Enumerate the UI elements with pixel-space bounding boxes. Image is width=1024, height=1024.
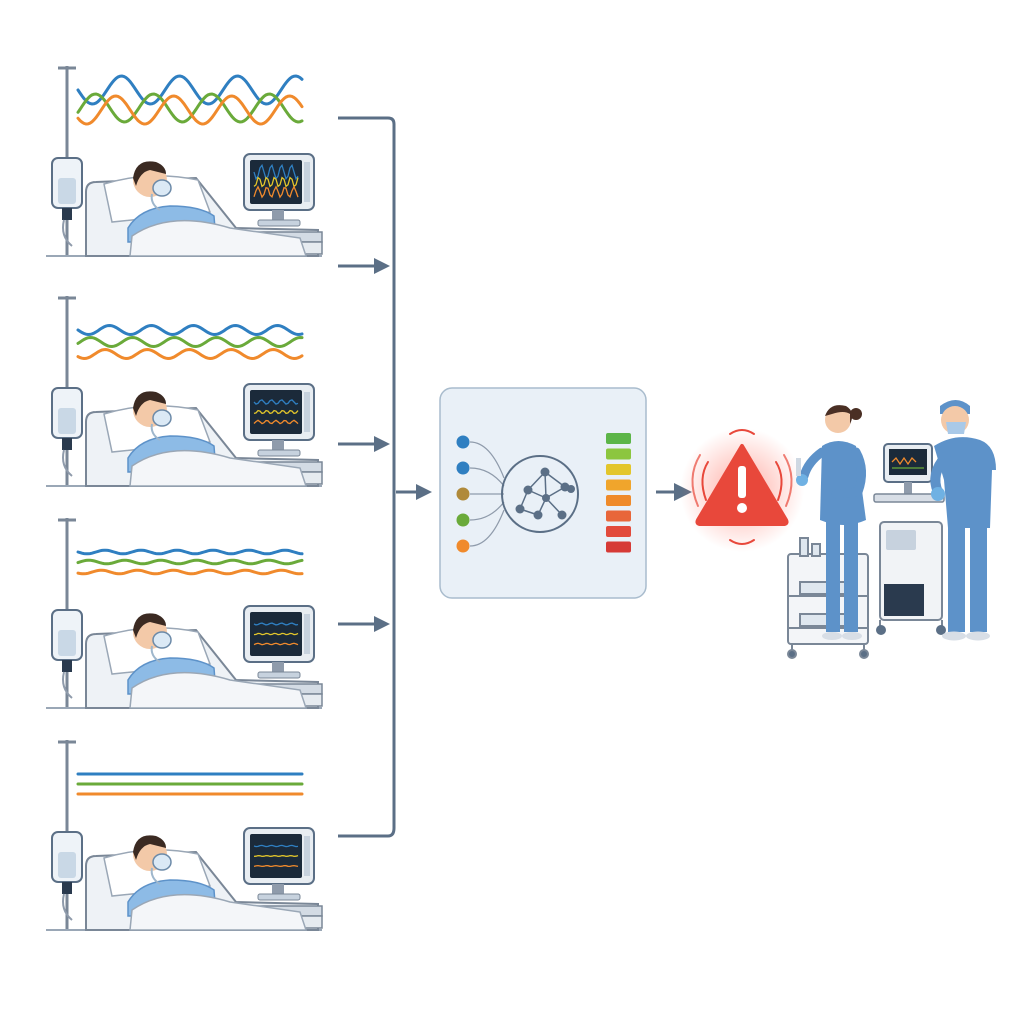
blanket xyxy=(129,671,308,709)
neural-network-icon xyxy=(501,455,579,533)
patient-2-wave-line xyxy=(76,335,304,349)
blanket xyxy=(129,449,308,487)
risk-bar xyxy=(606,495,631,506)
risk-bar xyxy=(606,526,631,537)
warning-triangle-icon xyxy=(680,428,804,552)
oxygen-mask-icon xyxy=(152,631,172,649)
iv-pole-icon xyxy=(51,296,83,486)
arrow-to-model xyxy=(396,484,432,500)
blanket xyxy=(129,893,308,931)
patient-2-waveform xyxy=(76,323,304,361)
iv-pole-icon xyxy=(51,66,83,256)
clinical-staff-icon xyxy=(787,400,996,659)
patient-3-row xyxy=(46,518,323,709)
vitals-monitor-icon xyxy=(243,383,315,457)
patient-1-row xyxy=(46,66,323,257)
risk-bar xyxy=(606,433,631,444)
risk-bar xyxy=(606,479,631,491)
patient-1-wave-line xyxy=(76,74,304,106)
input-dot xyxy=(456,435,470,449)
input-dot xyxy=(456,539,470,553)
arrow-row-2 xyxy=(338,436,390,452)
nurse-figure xyxy=(796,405,866,640)
patient-3-wave-line xyxy=(76,568,304,576)
patient-1-wave-line xyxy=(76,94,304,126)
patient-4-waveform xyxy=(76,772,304,796)
patient-rows xyxy=(46,66,323,931)
patient-1-wave-line xyxy=(76,92,304,124)
arrow-row-1 xyxy=(338,258,390,274)
input-connector xyxy=(469,501,505,521)
input-dot xyxy=(456,461,470,475)
oxygen-mask-icon xyxy=(152,179,172,197)
input-connector xyxy=(469,509,505,547)
vitals-monitor-icon xyxy=(243,827,315,901)
arrow-row-3 xyxy=(338,616,390,632)
blanket xyxy=(129,219,308,257)
doctor-figure xyxy=(930,400,996,641)
input-connector xyxy=(469,467,505,487)
risk-bar xyxy=(606,510,631,522)
input-dot xyxy=(456,513,470,527)
risk-bar xyxy=(606,448,631,460)
monitor-cart xyxy=(873,443,946,635)
iv-pole-icon xyxy=(51,740,83,930)
oxygen-mask-icon xyxy=(152,409,172,427)
patient-4-row xyxy=(46,740,323,931)
vitals-monitor-icon xyxy=(243,153,315,227)
prediction-model-panel xyxy=(439,387,647,599)
patient-2-wave-line xyxy=(76,323,304,337)
patient-2-wave-line xyxy=(76,347,304,361)
iv-pole-icon xyxy=(51,518,83,708)
patient-3-waveform xyxy=(76,548,304,576)
oxygen-mask-icon xyxy=(152,853,172,871)
patient-2-row xyxy=(46,296,323,487)
input-connector xyxy=(469,441,505,479)
patient-3-wave-line xyxy=(76,558,304,566)
vitals-monitor-icon xyxy=(243,605,315,679)
input-dot xyxy=(456,487,470,501)
trunk-line xyxy=(338,116,396,838)
connector-arrows xyxy=(338,116,692,838)
patient-1-waveform xyxy=(76,74,304,126)
risk-bar xyxy=(606,541,631,553)
risk-score-bars xyxy=(606,433,631,553)
risk-bar xyxy=(606,464,631,475)
patient-3-wave-line xyxy=(76,548,304,556)
